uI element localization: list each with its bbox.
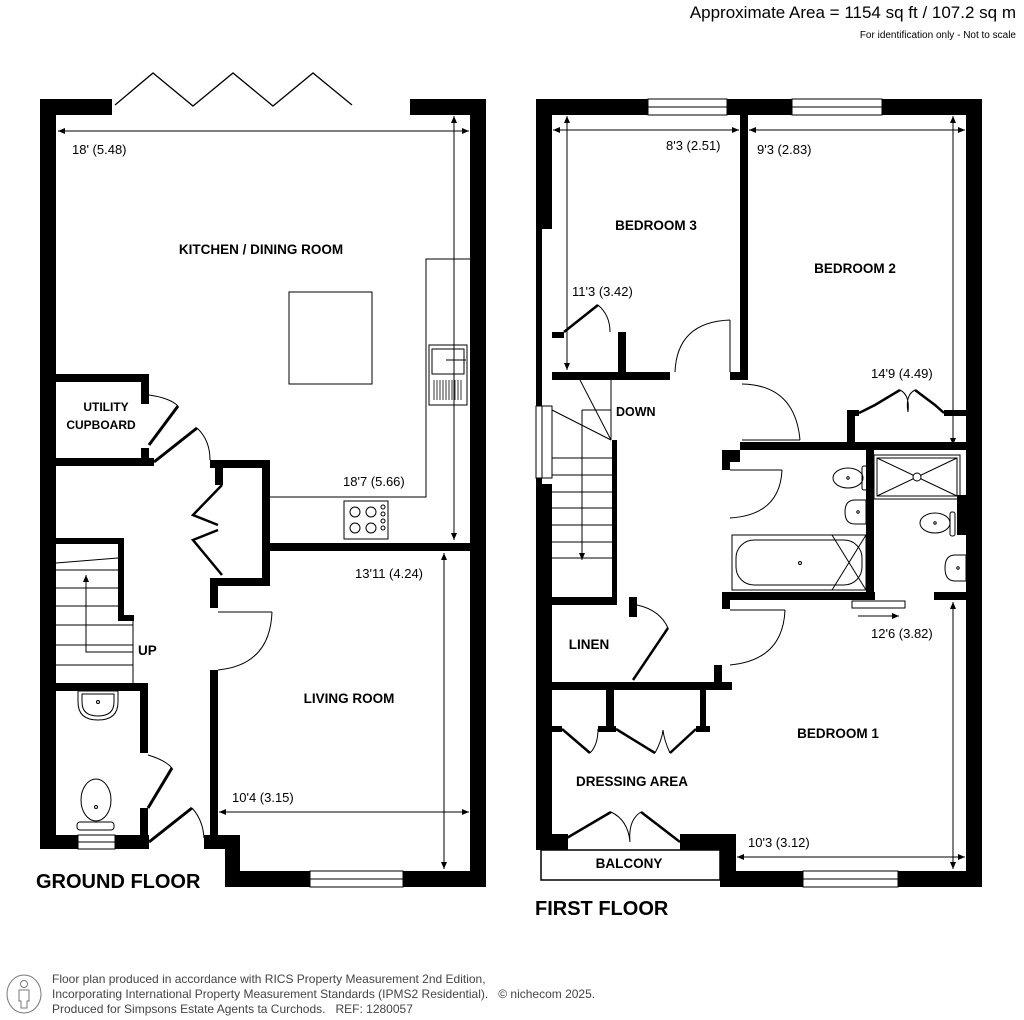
staircase	[55, 557, 134, 683]
first-floor-plan: DOWN	[535, 98, 982, 920]
bifold-door	[561, 727, 697, 755]
dim-bed3-width: 8'3 (2.51)	[666, 138, 721, 153]
dim-kitchen-width: 18' (5.48)	[72, 142, 127, 157]
dim-bed1-width: 10'3 (3.12)	[748, 835, 810, 850]
first-walls	[536, 99, 982, 887]
approximate-area: Approximate Area = 1154 sq ft / 107.2 sq…	[689, 3, 1016, 22]
ground-floor-plan: UP KITCHEN / DINING ROOM UTILITY CUPBOAR…	[36, 72, 486, 893]
door	[729, 469, 783, 519]
hob-icon	[343, 500, 389, 540]
room-label-living: LIVING ROOM	[304, 691, 395, 706]
dim-kitchen-length: 18'7 (5.66)	[343, 474, 405, 489]
front-door	[148, 806, 205, 844]
room-label-balcony: BALCONY	[596, 856, 663, 871]
dim-bed1-length: 12'6 (3.82)	[871, 626, 933, 641]
room-label-utility-2: CUPBOARD	[66, 418, 136, 432]
door	[217, 611, 273, 671]
door	[631, 604, 670, 681]
balcony-area	[540, 849, 721, 881]
copyright: © nichecom 2025.	[498, 987, 596, 1001]
room-label-linen: LINEN	[569, 637, 610, 652]
stairs-down-label: DOWN	[616, 405, 656, 419]
scale-note: For identification only - Not to scale	[859, 30, 1016, 41]
bifold-door	[190, 484, 223, 576]
footer-text: Floor plan produced in accordance with R…	[52, 972, 595, 1017]
dim-bed3-length: 11'3 (3.42)	[572, 284, 633, 299]
footer-line-2: Incorporating International Property Mea…	[52, 987, 489, 1001]
room-label-bedroom3: BEDROOM 3	[615, 218, 697, 233]
sliding-door	[851, 600, 906, 619]
door	[741, 383, 801, 441]
toilet-icon	[919, 511, 956, 537]
bifold-door	[858, 388, 945, 415]
room-label-utility-1: UTILITY	[83, 400, 128, 414]
bath-icon	[731, 534, 867, 591]
person-in-circle-icon	[6, 974, 42, 1014]
ground-floor-label: GROUND FLOOR	[36, 871, 201, 893]
room-label-dressing: DRESSING AREA	[576, 774, 688, 789]
kitchen-counter	[270, 258, 470, 498]
door	[153, 426, 211, 464]
door	[674, 319, 731, 373]
toilet-icon	[76, 778, 115, 831]
dim-living-width: 10'4 (3.15)	[232, 790, 294, 805]
dimension-lines	[553, 116, 965, 869]
window	[309, 870, 404, 888]
staircase	[551, 379, 612, 560]
window	[535, 98, 899, 888]
footer-line-1: Floor plan produced in accordance with R…	[52, 972, 486, 986]
dimension-lines	[58, 116, 469, 869]
door	[563, 304, 611, 333]
shower-icon	[873, 454, 961, 500]
room-label-bedroom1: BEDROOM 1	[797, 726, 879, 741]
basin-icon	[844, 499, 867, 525]
ground-walls	[40, 99, 486, 887]
basin-icon	[944, 554, 967, 582]
balcony-doors	[559, 810, 681, 844]
sink-icon	[428, 344, 468, 406]
room-label-bedroom2: BEDROOM 2	[814, 261, 896, 276]
dim-bed2-width: 9'3 (2.83)	[757, 142, 812, 157]
room-label-kitchen: KITCHEN / DINING ROOM	[179, 242, 343, 257]
door	[147, 394, 180, 446]
dim-bed2-length: 14'9 (4.49)	[871, 366, 933, 381]
dim-living-length: 13'11 (4.24)	[355, 566, 423, 581]
door	[729, 609, 786, 666]
basin-icon	[77, 690, 119, 721]
stairs-up-label: UP	[138, 643, 157, 658]
door	[146, 754, 174, 809]
kitchen-island	[288, 291, 373, 385]
window	[77, 834, 116, 850]
toilet-icon	[832, 465, 868, 491]
bifold-door	[114, 72, 353, 107]
footer-line-3: Produced for Simpsons Estate Agents ta C…	[52, 1002, 413, 1016]
first-floor-label: FIRST FLOOR	[535, 898, 669, 920]
